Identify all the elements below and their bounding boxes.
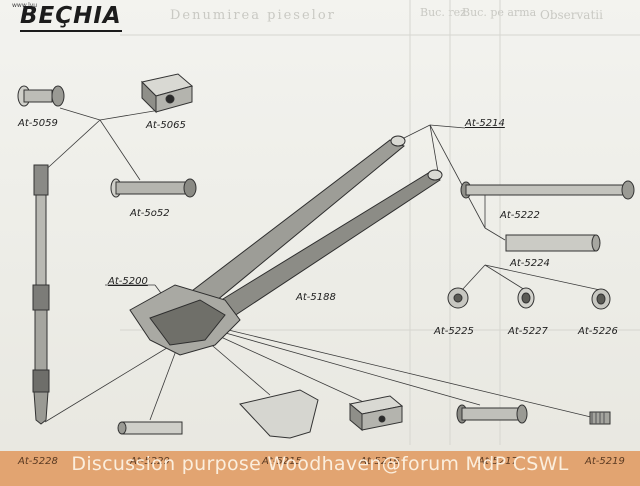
label-at-5217: At-5217	[478, 456, 518, 467]
label-at-5227: At-5227	[508, 326, 548, 337]
pin-5217	[456, 404, 528, 424]
vertical-rod	[32, 164, 50, 425]
screw-5219	[589, 411, 611, 425]
background-column-rez: Buc. rez	[420, 6, 466, 19]
label-at-5065: At-5065	[146, 120, 186, 131]
label-at-5226: At-5226	[578, 326, 618, 337]
bolt-5052	[110, 178, 197, 198]
label-at-5215: At-5215	[262, 456, 302, 467]
watermark-caption: Discussion purpose Woodhaven@forum MdP C…	[71, 453, 569, 475]
label-at-5059: At-5059	[18, 118, 58, 129]
block-5216	[348, 395, 404, 432]
pin-5229	[117, 421, 183, 435]
page-title: BEÇHIA	[20, 2, 122, 32]
footer-band	[0, 451, 640, 486]
washers	[447, 287, 611, 310]
background-column-observatii: Observatii	[540, 8, 603, 22]
label-at-5224: At-5224	[510, 258, 550, 269]
label-at-5200: At-5200	[108, 276, 148, 287]
label-at-5228: At-5228	[18, 456, 58, 467]
label-at-5225: At-5225	[434, 326, 474, 337]
label-at-5219: At-5219	[585, 456, 625, 467]
trail-frame	[129, 135, 443, 356]
plate-5215	[239, 389, 319, 439]
label-at-5229: At-5229	[130, 456, 170, 467]
bolt-5059	[17, 85, 65, 107]
label-at-5214: At-5214	[465, 118, 505, 129]
sleeve-5224	[505, 234, 601, 252]
background-table-lines	[120, 0, 640, 445]
label-at-5216: At-5216	[360, 456, 400, 467]
bolt-5222	[460, 180, 635, 200]
label-at-5052: At-5o52	[130, 208, 170, 219]
label-at-5222: At-5222	[500, 210, 540, 221]
background-header-text: Denumirea pieselor	[170, 8, 336, 23]
label-at-5188: At-5188	[296, 292, 336, 303]
corner-mark: www.lyu	[12, 2, 38, 9]
background-column-arma: Buc. pe arma	[462, 6, 537, 19]
block-5065	[141, 73, 194, 114]
